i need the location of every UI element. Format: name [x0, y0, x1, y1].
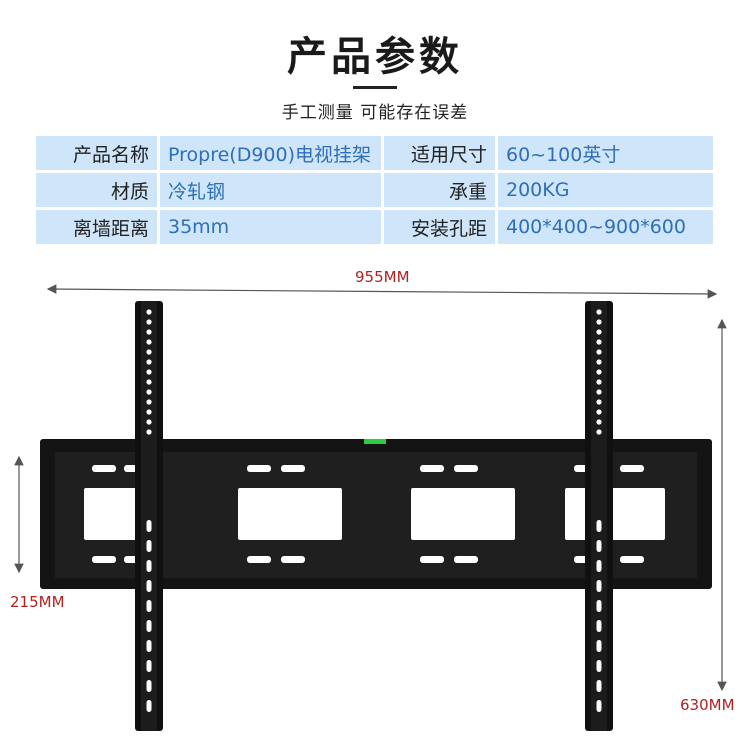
spec-label: 适用尺寸 [384, 136, 495, 170]
arm-slot [596, 700, 602, 712]
arm-hole [596, 329, 602, 335]
plate-height-dimension-label: 215MM [10, 593, 65, 611]
arm-hole [596, 309, 602, 315]
spec-value: 400*400~900*600 [498, 210, 713, 244]
arm-hole [596, 369, 602, 375]
arm-hole [146, 419, 152, 425]
spec-value: Propre(D900)电视挂架 [160, 136, 381, 170]
arm-slot [146, 660, 152, 672]
arm-slot [596, 580, 602, 592]
arm-hole [596, 379, 602, 385]
spec-label: 离墙距离 [36, 210, 157, 244]
arm-hole [596, 349, 602, 355]
spec-row: 材质 冷轧钢 承重 200KG [36, 173, 713, 207]
arm-slot [146, 580, 152, 592]
arm-hole [596, 429, 602, 435]
arm-slot [596, 540, 602, 552]
spec-row: 产品名称 Propre(D900)电视挂架 适用尺寸 60~100英寸 [36, 136, 713, 170]
spec-value: 60~100英寸 [498, 136, 713, 170]
arm-hole [596, 399, 602, 405]
level-bubble [364, 439, 386, 444]
title-underline [353, 86, 397, 89]
arm-hole [146, 329, 152, 335]
arm-hole [146, 399, 152, 405]
arm-hole [596, 419, 602, 425]
arm-slot [146, 680, 152, 692]
spec-row: 离墙距离 35mm 安装孔距 400*400~900*600 [36, 210, 713, 244]
arm-slot [146, 600, 152, 612]
spec-table: 产品名称 Propre(D900)电视挂架 适用尺寸 60~100英寸 材质 冷… [33, 133, 716, 247]
arm-hole [596, 409, 602, 415]
arm-hole [146, 429, 152, 435]
arm-slot [596, 600, 602, 612]
spec-label: 材质 [36, 173, 157, 207]
width-dimension-line [46, 284, 718, 299]
page-subtitle: 手工测量 可能存在误差 [281, 103, 469, 123]
arm-hole [146, 369, 152, 375]
arm-slot [146, 700, 152, 712]
arm-hole [146, 379, 152, 385]
arm-slot [146, 640, 152, 652]
spec-value: 冷轧钢 [160, 173, 381, 207]
arm-slot [146, 520, 152, 532]
spec-value: 35mm [160, 210, 381, 244]
arm-slot [596, 620, 602, 632]
spec-label: 安装孔距 [384, 210, 495, 244]
spec-label: 产品名称 [36, 136, 157, 170]
spec-value: 200KG [498, 173, 713, 207]
arm-hole [146, 359, 152, 365]
arm-hole [146, 339, 152, 345]
left-vertical-arm [135, 301, 163, 731]
arm-hole [146, 309, 152, 315]
arm-slot [596, 660, 602, 672]
spec-label: 承重 [384, 173, 495, 207]
arm-hole [596, 319, 602, 325]
arm-height-dimension-label: 630MM [680, 696, 735, 714]
arm-slot [596, 680, 602, 692]
arm-slot [596, 520, 602, 532]
arm-slot [146, 620, 152, 632]
arm-slot [596, 560, 602, 572]
arm-hole [596, 339, 602, 345]
page-title: 产品参数 [287, 34, 463, 80]
arm-slot [146, 540, 152, 552]
arm-hole [146, 389, 152, 395]
arm-hole [596, 389, 602, 395]
arm-hole [146, 319, 152, 325]
arm-slot [146, 560, 152, 572]
arm-hole [146, 409, 152, 415]
right-vertical-arm [585, 301, 613, 731]
arm-holes [146, 309, 602, 712]
arm-hole [596, 359, 602, 365]
width-dimension-label: 955MM [355, 268, 410, 286]
arm-hole [146, 349, 152, 355]
arm-slot [596, 640, 602, 652]
